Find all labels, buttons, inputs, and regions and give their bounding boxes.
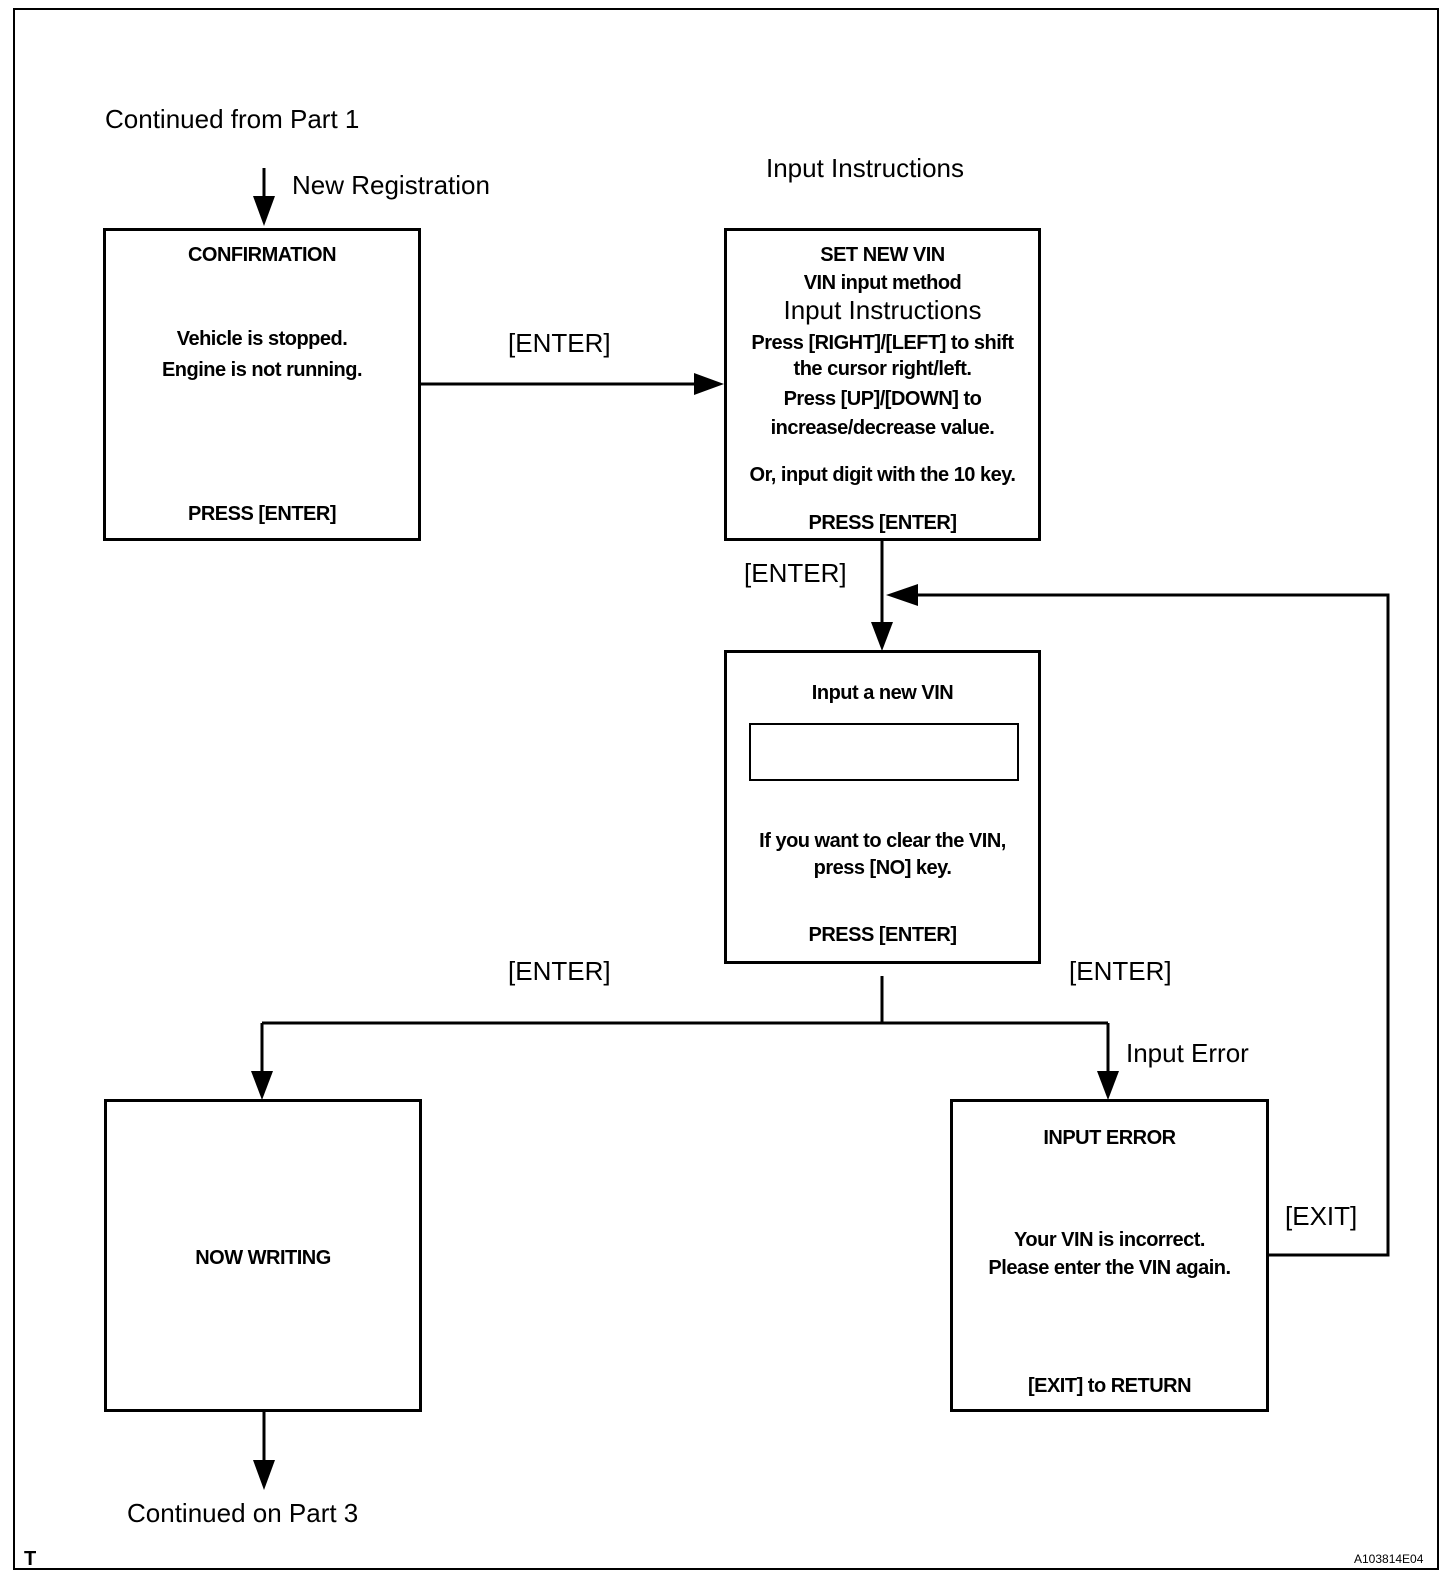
arrowhead-confirm-to-set: [694, 373, 724, 395]
edge-label-enter-confirm: [ENTER]: [508, 328, 611, 358]
now-writing-screen: NOW WRITING: [104, 1099, 422, 1412]
input-error-line-1: Your VIN is incorrect.: [1014, 1229, 1205, 1251]
confirmation-line-1: Vehicle is stopped.: [176, 328, 348, 350]
input-error-title: INPUT ERROR: [1043, 1127, 1176, 1149]
confirmation-screen: CONFIRMATION Vehicle is stopped. Engine …: [103, 228, 421, 541]
input-vin-title: Input a new VIN: [811, 682, 954, 704]
continued-from-label: Continued from Part 1: [105, 104, 360, 134]
input-error-screen: INPUT ERROR Your VIN is incorrect. Pleas…: [950, 1099, 1269, 1412]
arrowhead-set-to-input: [871, 622, 893, 651]
set-new-vin-line-2: the cursor right/left.: [793, 358, 972, 380]
arrowhead-to-writing: [251, 1071, 273, 1100]
diagram-frame: [13, 8, 1439, 1570]
corner-letter: T: [24, 1548, 37, 1570]
set-new-vin-line-5: Or, input digit with the 10 key.: [749, 464, 1016, 486]
input-error-line-2: Please enter the VIN again.: [988, 1257, 1231, 1279]
set-new-vin-title: SET NEW VIN: [820, 244, 945, 266]
confirmation-title: CONFIRMATION: [187, 244, 337, 266]
input-vin-footer: PRESS [ENTER]: [808, 924, 957, 946]
set-new-vin-subtitle: VIN input method: [803, 272, 962, 294]
edge-label-enter-set: [ENTER]: [744, 558, 847, 588]
now-writing-title: NOW WRITING: [195, 1247, 331, 1269]
confirmation-footer: PRESS [ENTER]: [188, 503, 336, 525]
set-new-vin-line-1: Press [RIGHT]/[LEFT] to shift: [751, 332, 1014, 354]
arrowhead-exit-return: [886, 584, 918, 606]
figure-id: A103814E04: [1354, 1552, 1424, 1566]
arrowhead-to-error: [1097, 1071, 1119, 1100]
input-vin-screen: Input a new VIN If you want to clear the…: [724, 650, 1041, 964]
vin-input-field[interactable]: [749, 723, 1019, 781]
set-new-vin-line-4: increase/decrease value.: [770, 417, 995, 439]
input-vin-line-1: If you want to clear the VIN,: [759, 830, 1006, 852]
arrowhead-to-part3: [253, 1460, 275, 1490]
set-new-vin-line-3: Press [UP]/[DOWN] to: [783, 388, 982, 410]
continued-on-label: Continued on Part 3: [127, 1498, 359, 1528]
confirmation-line-2: Engine is not running.: [161, 359, 363, 381]
input-error-footer: [EXIT] to RETURN: [1027, 1375, 1192, 1397]
arrowhead-into-confirmation: [253, 196, 275, 226]
set-new-vin-instructions: Input Instructions: [783, 295, 982, 325]
input-instructions-heading: Input Instructions: [766, 153, 964, 183]
set-new-vin-footer: PRESS [ENTER]: [808, 512, 957, 534]
new-registration-label: New Registration: [292, 170, 490, 200]
edge-label-enter-error: [ENTER]: [1069, 956, 1172, 986]
input-vin-line-2: press [NO] key.: [813, 857, 952, 879]
input-error-branch-label: Input Error: [1126, 1038, 1249, 1068]
edge-label-exit: [EXIT]: [1285, 1201, 1358, 1231]
edge-label-enter-writing: [ENTER]: [508, 956, 611, 986]
set-new-vin-screen: SET NEW VIN VIN input method Input Instr…: [724, 228, 1041, 541]
exit-loop-line: [914, 593, 1390, 1257]
